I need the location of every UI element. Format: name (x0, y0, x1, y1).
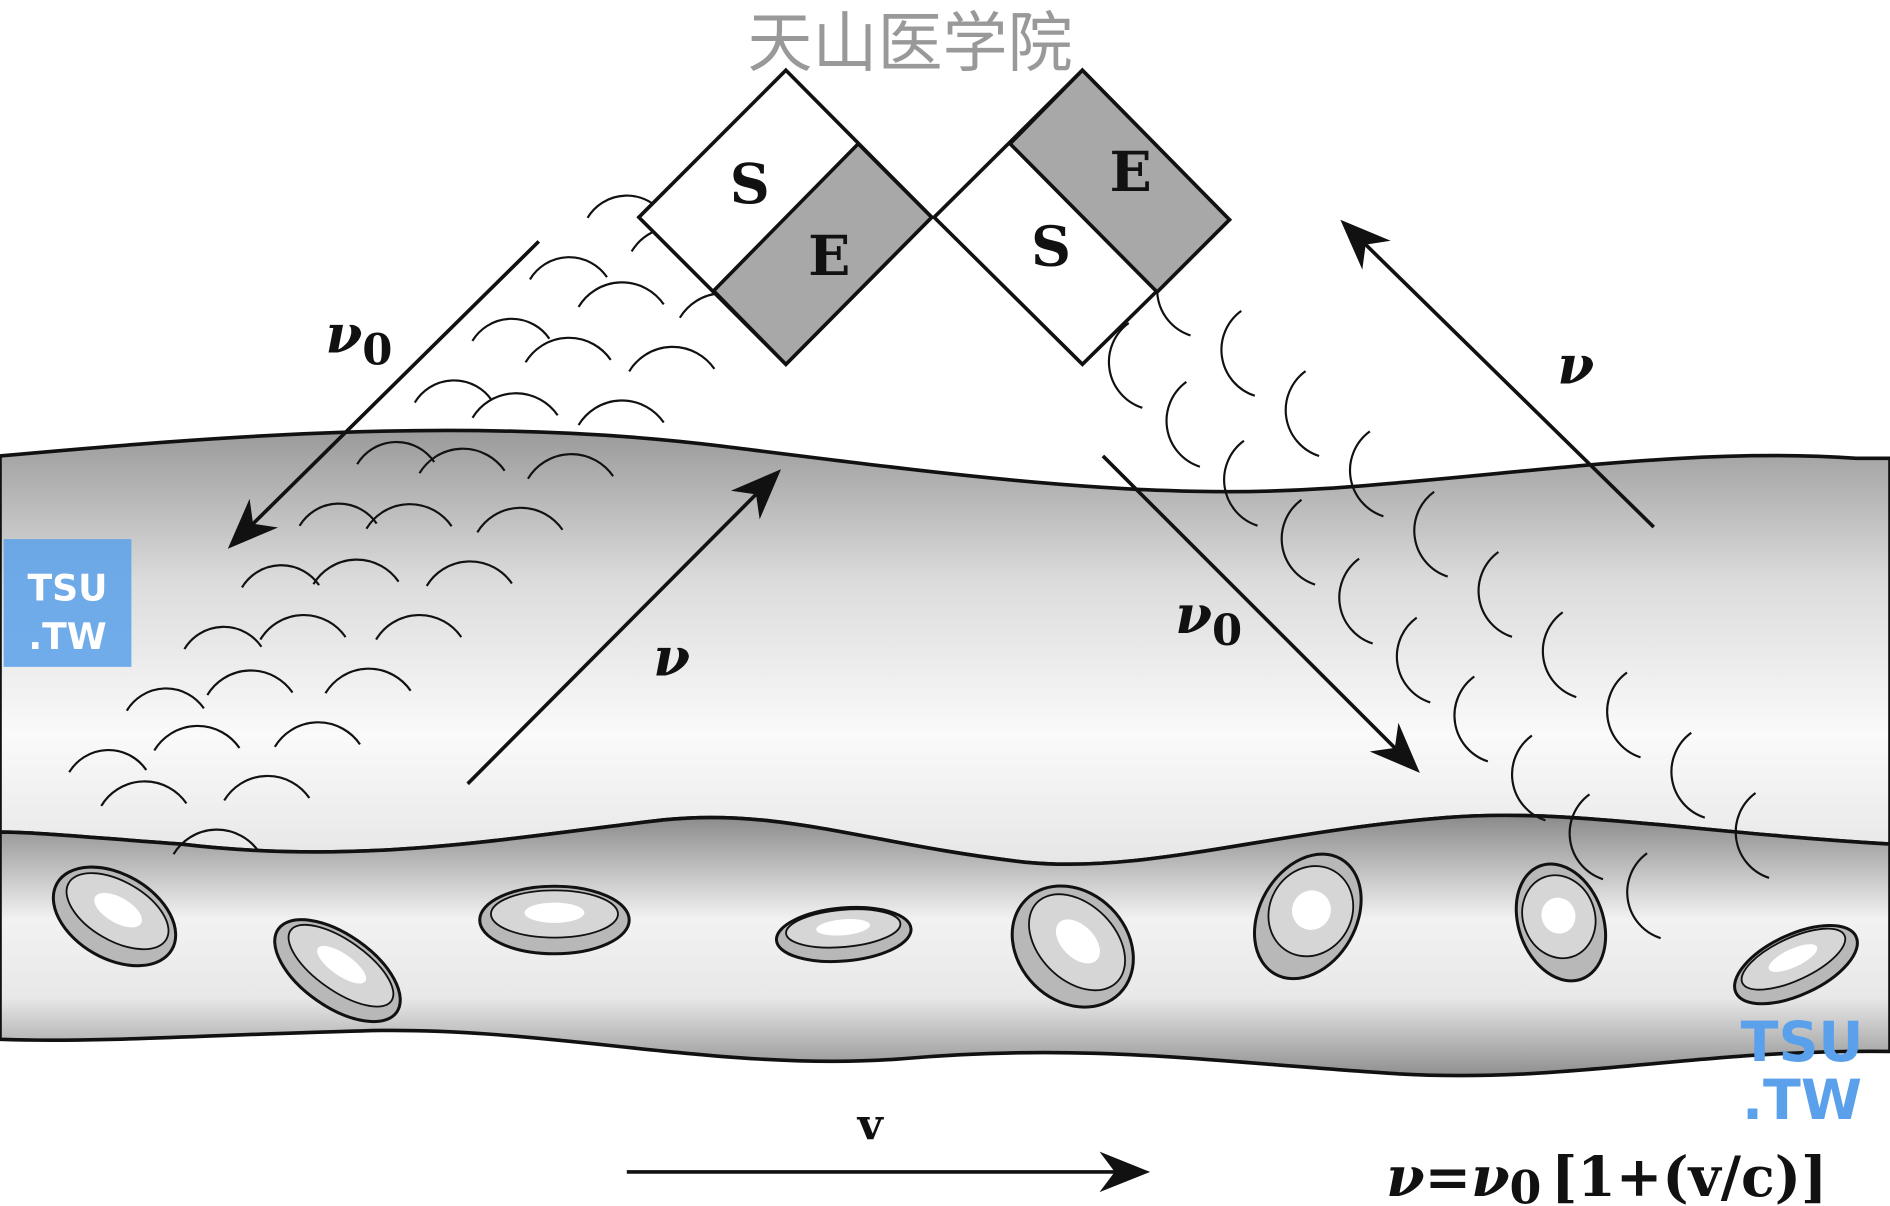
wave-arc (259, 613, 347, 641)
transducer-left: S E (636, 67, 935, 367)
incident-arrow-right (1101, 454, 1420, 773)
wave-arc (1220, 310, 1256, 397)
incident-arrow-left (227, 240, 541, 549)
wave-arc (183, 625, 263, 650)
red-blood-cell (478, 884, 631, 956)
wave-arc (577, 281, 665, 308)
wave-arc (153, 724, 241, 752)
reflected-label-left: ν (653, 625, 690, 688)
wave-arc (476, 506, 564, 533)
reflected-arrow-right (1340, 219, 1656, 529)
red-blood-cell (1252, 852, 1363, 981)
wave-arc (1626, 852, 1661, 940)
wave-arc (1510, 734, 1546, 822)
red-blood-cell (273, 918, 402, 1024)
wave-arc (471, 392, 559, 419)
wave-arc (1107, 322, 1143, 409)
logo-left: TSU .TW (3, 539, 132, 667)
svg-text:TSU: TSU (27, 567, 107, 610)
wave-arc (527, 453, 615, 480)
wave-arc (529, 256, 608, 280)
incident-label-left: ν0 (325, 302, 392, 375)
wave-arc (1223, 439, 1258, 527)
wave-arc (413, 379, 493, 404)
watermark-text: 天山医学院 (747, 6, 1072, 81)
wave-arc (1734, 792, 1770, 879)
wave-arc (1541, 611, 1577, 699)
wave-arc (471, 317, 551, 342)
incident-label-right: ν0 (1175, 583, 1242, 656)
red-blood-cell (51, 865, 178, 968)
reflected-label-right: ν (1557, 334, 1594, 397)
wave-arc (1413, 490, 1449, 578)
wave-arc (1453, 675, 1489, 763)
wave-arc (425, 560, 513, 587)
wave-arc (577, 399, 665, 426)
wave-arc (375, 613, 463, 641)
wave-arc (628, 345, 716, 372)
svg-text:.TW: .TW (28, 615, 106, 658)
red-blood-cell (1514, 862, 1608, 983)
svg-text:TSU: TSU (1741, 1011, 1864, 1075)
transducer-left-e-label: E (808, 224, 850, 289)
flow-velocity-label: v (857, 1099, 885, 1150)
wave-arc (1165, 380, 1201, 468)
red-blood-cell (1010, 884, 1135, 1009)
wave-arc (1477, 551, 1513, 638)
wave-arc (1348, 430, 1384, 518)
red-blood-cell (774, 905, 913, 964)
wave-arc (1338, 557, 1374, 645)
ultrasound-waves (68, 194, 1770, 940)
wave-arc (1284, 370, 1320, 458)
wave-arc (223, 774, 311, 802)
transducer-right: E S (931, 67, 1233, 367)
wave-arc (1670, 731, 1706, 819)
wave-arc (418, 447, 506, 474)
wave-arc (273, 721, 361, 748)
reflected-arrow-left (466, 469, 782, 786)
wave-arc (298, 502, 378, 527)
wave-arc (356, 440, 436, 465)
wave-arc (1280, 498, 1316, 586)
transducer-right-s-label: S (1031, 215, 1071, 280)
wave-arc (1606, 671, 1641, 759)
wave-arc (524, 336, 612, 363)
red-blood-cells (51, 852, 1859, 1024)
wave-arc (125, 687, 205, 712)
wave-arc (365, 503, 453, 530)
transducer-right-e-label: E (1109, 140, 1151, 205)
transducer-left-s-label: S (730, 152, 770, 217)
wave-arc (241, 564, 320, 588)
wave-arc (206, 669, 294, 696)
logo-right: TSU .TW (1741, 1011, 1864, 1133)
wave-arc (1568, 793, 1604, 881)
wave-arc (68, 748, 148, 773)
blood-vessel (0, 813, 1890, 1078)
wave-arc (100, 780, 188, 807)
wave-arc (1395, 616, 1431, 704)
wave-arc (312, 558, 400, 585)
doppler-formula: ν=ν0[1+(v/c)] (1386, 1145, 1827, 1206)
red-blood-cell (1733, 923, 1859, 1006)
svg-text:.TW: .TW (1742, 1069, 1862, 1133)
wave-arc (172, 828, 260, 855)
wave-arc (324, 667, 412, 694)
